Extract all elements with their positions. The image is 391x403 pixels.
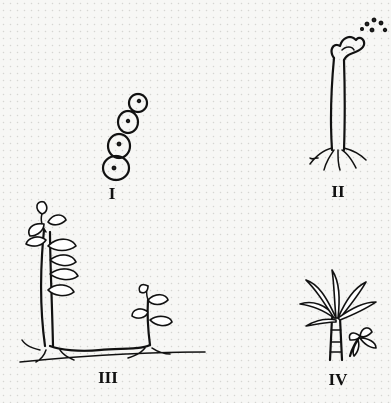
palm-with-sucker-icon xyxy=(300,270,376,360)
budding-yeast-cells-icon xyxy=(103,94,147,180)
figure-label-ii: II xyxy=(331,182,344,202)
figure-label-iii: III xyxy=(98,368,118,388)
figure-label-iv: IV xyxy=(329,370,348,390)
strawberry-runner-plant-icon xyxy=(20,202,205,362)
figure-label-i: I xyxy=(109,184,116,204)
fungus-sporangium-icon xyxy=(310,18,387,170)
